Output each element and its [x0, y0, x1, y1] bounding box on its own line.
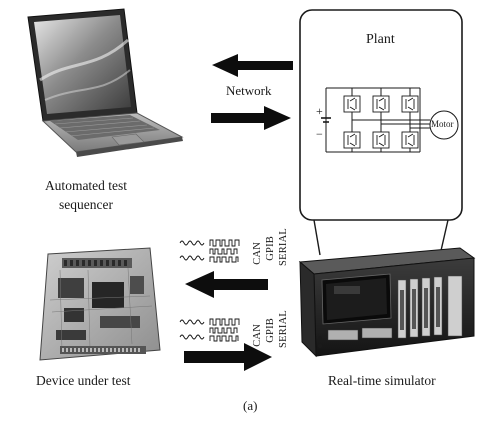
- bus-label-gpib-top: GPIB: [265, 236, 276, 261]
- sequencer-label: Automated test sequencer: [44, 178, 128, 212]
- device-label: Device under test: [36, 373, 131, 388]
- dc-minus-label: −: [316, 127, 323, 141]
- laptop-image: [27, 8, 184, 157]
- network-arrow-left: [212, 54, 293, 77]
- bus-label-gpib-bottom: GPIB: [265, 318, 276, 343]
- network-label: Network: [226, 83, 272, 98]
- signal-waveforms-top: [179, 239, 240, 263]
- pcb-image: [39, 247, 161, 361]
- bus-label-serial-top: SERIAL: [278, 228, 289, 266]
- bus-arrow-right: [184, 343, 272, 371]
- simulator-image: [298, 247, 476, 358]
- bus-arrow-left: [185, 271, 268, 298]
- caption-label: (a): [243, 398, 258, 413]
- bus-label-serial-bottom: SERIAL: [278, 310, 289, 348]
- network-arrow-right: [211, 106, 291, 130]
- igbt-symbols: [347, 97, 415, 147]
- bus-label-can-top: CAN: [252, 242, 263, 265]
- dc-plus-label: +: [316, 104, 323, 118]
- motor-label: Motor: [431, 119, 454, 129]
- bus-label-can-bottom: CAN: [252, 324, 263, 347]
- simulator-label: Real-time simulator: [328, 373, 436, 388]
- plant-title: Plant: [366, 32, 395, 47]
- signal-waveforms-bottom: [179, 318, 240, 342]
